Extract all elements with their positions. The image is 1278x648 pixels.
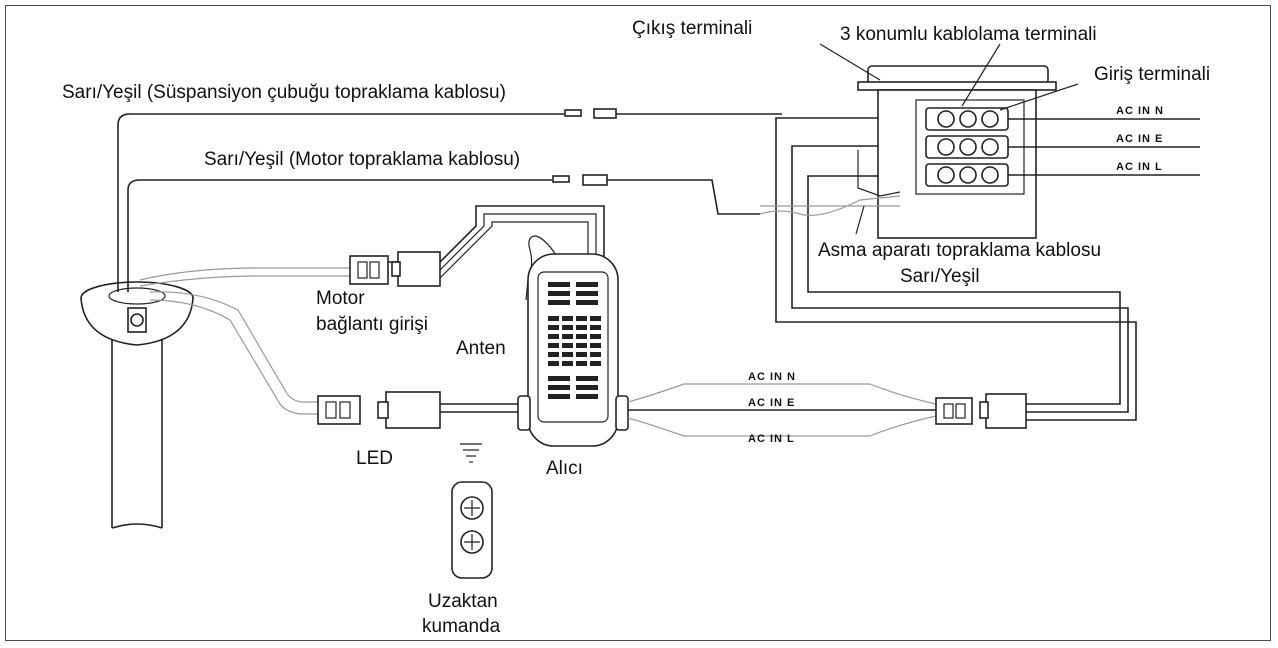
remote-label-2: kumanda	[422, 616, 501, 637]
hanger-ground-label-1: Asma aparatı topraklama kablosu	[818, 240, 1101, 261]
remote-control	[451, 481, 493, 579]
receiver	[517, 253, 629, 447]
motor-ground-connector-a	[552, 175, 570, 183]
motor-ground-connector-b	[582, 174, 608, 186]
susp-ground-wire	[117, 113, 782, 292]
motor-input-connector	[349, 251, 441, 287]
harness-ac-e-label: AC IN E	[748, 397, 795, 409]
box-ac-n-label: AC IN N	[1116, 105, 1164, 117]
motor-ground-wire	[127, 179, 760, 292]
input-terminal-label: Giriş terminali	[1094, 64, 1210, 85]
downrod	[111, 335, 163, 529]
hanger-ground-label-2: Sarı/Yeşil	[900, 266, 980, 287]
led-connector	[317, 391, 441, 429]
harness-ac-l-label: AC IN L	[748, 433, 795, 445]
led-label: LED	[356, 448, 393, 469]
susp-ground-connector-b	[593, 108, 617, 119]
box-ac-l-label: AC IN L	[1116, 161, 1163, 173]
harness-ac-n-label: AC IN N	[748, 371, 796, 383]
box-ac-e-label: AC IN E	[1116, 133, 1163, 145]
motor-hub	[80, 281, 194, 346]
susp-ground-connector-a	[564, 109, 582, 117]
susp-ground-label: Sarı/Yeşil (Süspansiyon çubuğu topraklam…	[62, 82, 506, 103]
motor-input-label-1: Motor	[316, 288, 365, 309]
receiver-label: Alıcı	[546, 458, 583, 479]
motor-input-label-2: bağlantı girişi	[316, 314, 428, 335]
remote-label-1: Uzaktan	[428, 591, 498, 612]
harness-connector	[935, 393, 1027, 429]
receiver-vent-grille	[548, 282, 601, 399]
output-terminal-label: Çıkış terminali	[632, 18, 752, 39]
three-pos-terminal-label: 3 konumlu kablolama terminali	[840, 24, 1097, 45]
remote-signal-icon	[460, 443, 482, 463]
motor-ground-label: Sarı/Yeşil (Motor topraklama kablosu)	[204, 149, 520, 170]
three-position-terminal	[925, 107, 1009, 187]
diagram-frame	[5, 5, 1271, 641]
antenna-label: Anten	[456, 338, 506, 359]
